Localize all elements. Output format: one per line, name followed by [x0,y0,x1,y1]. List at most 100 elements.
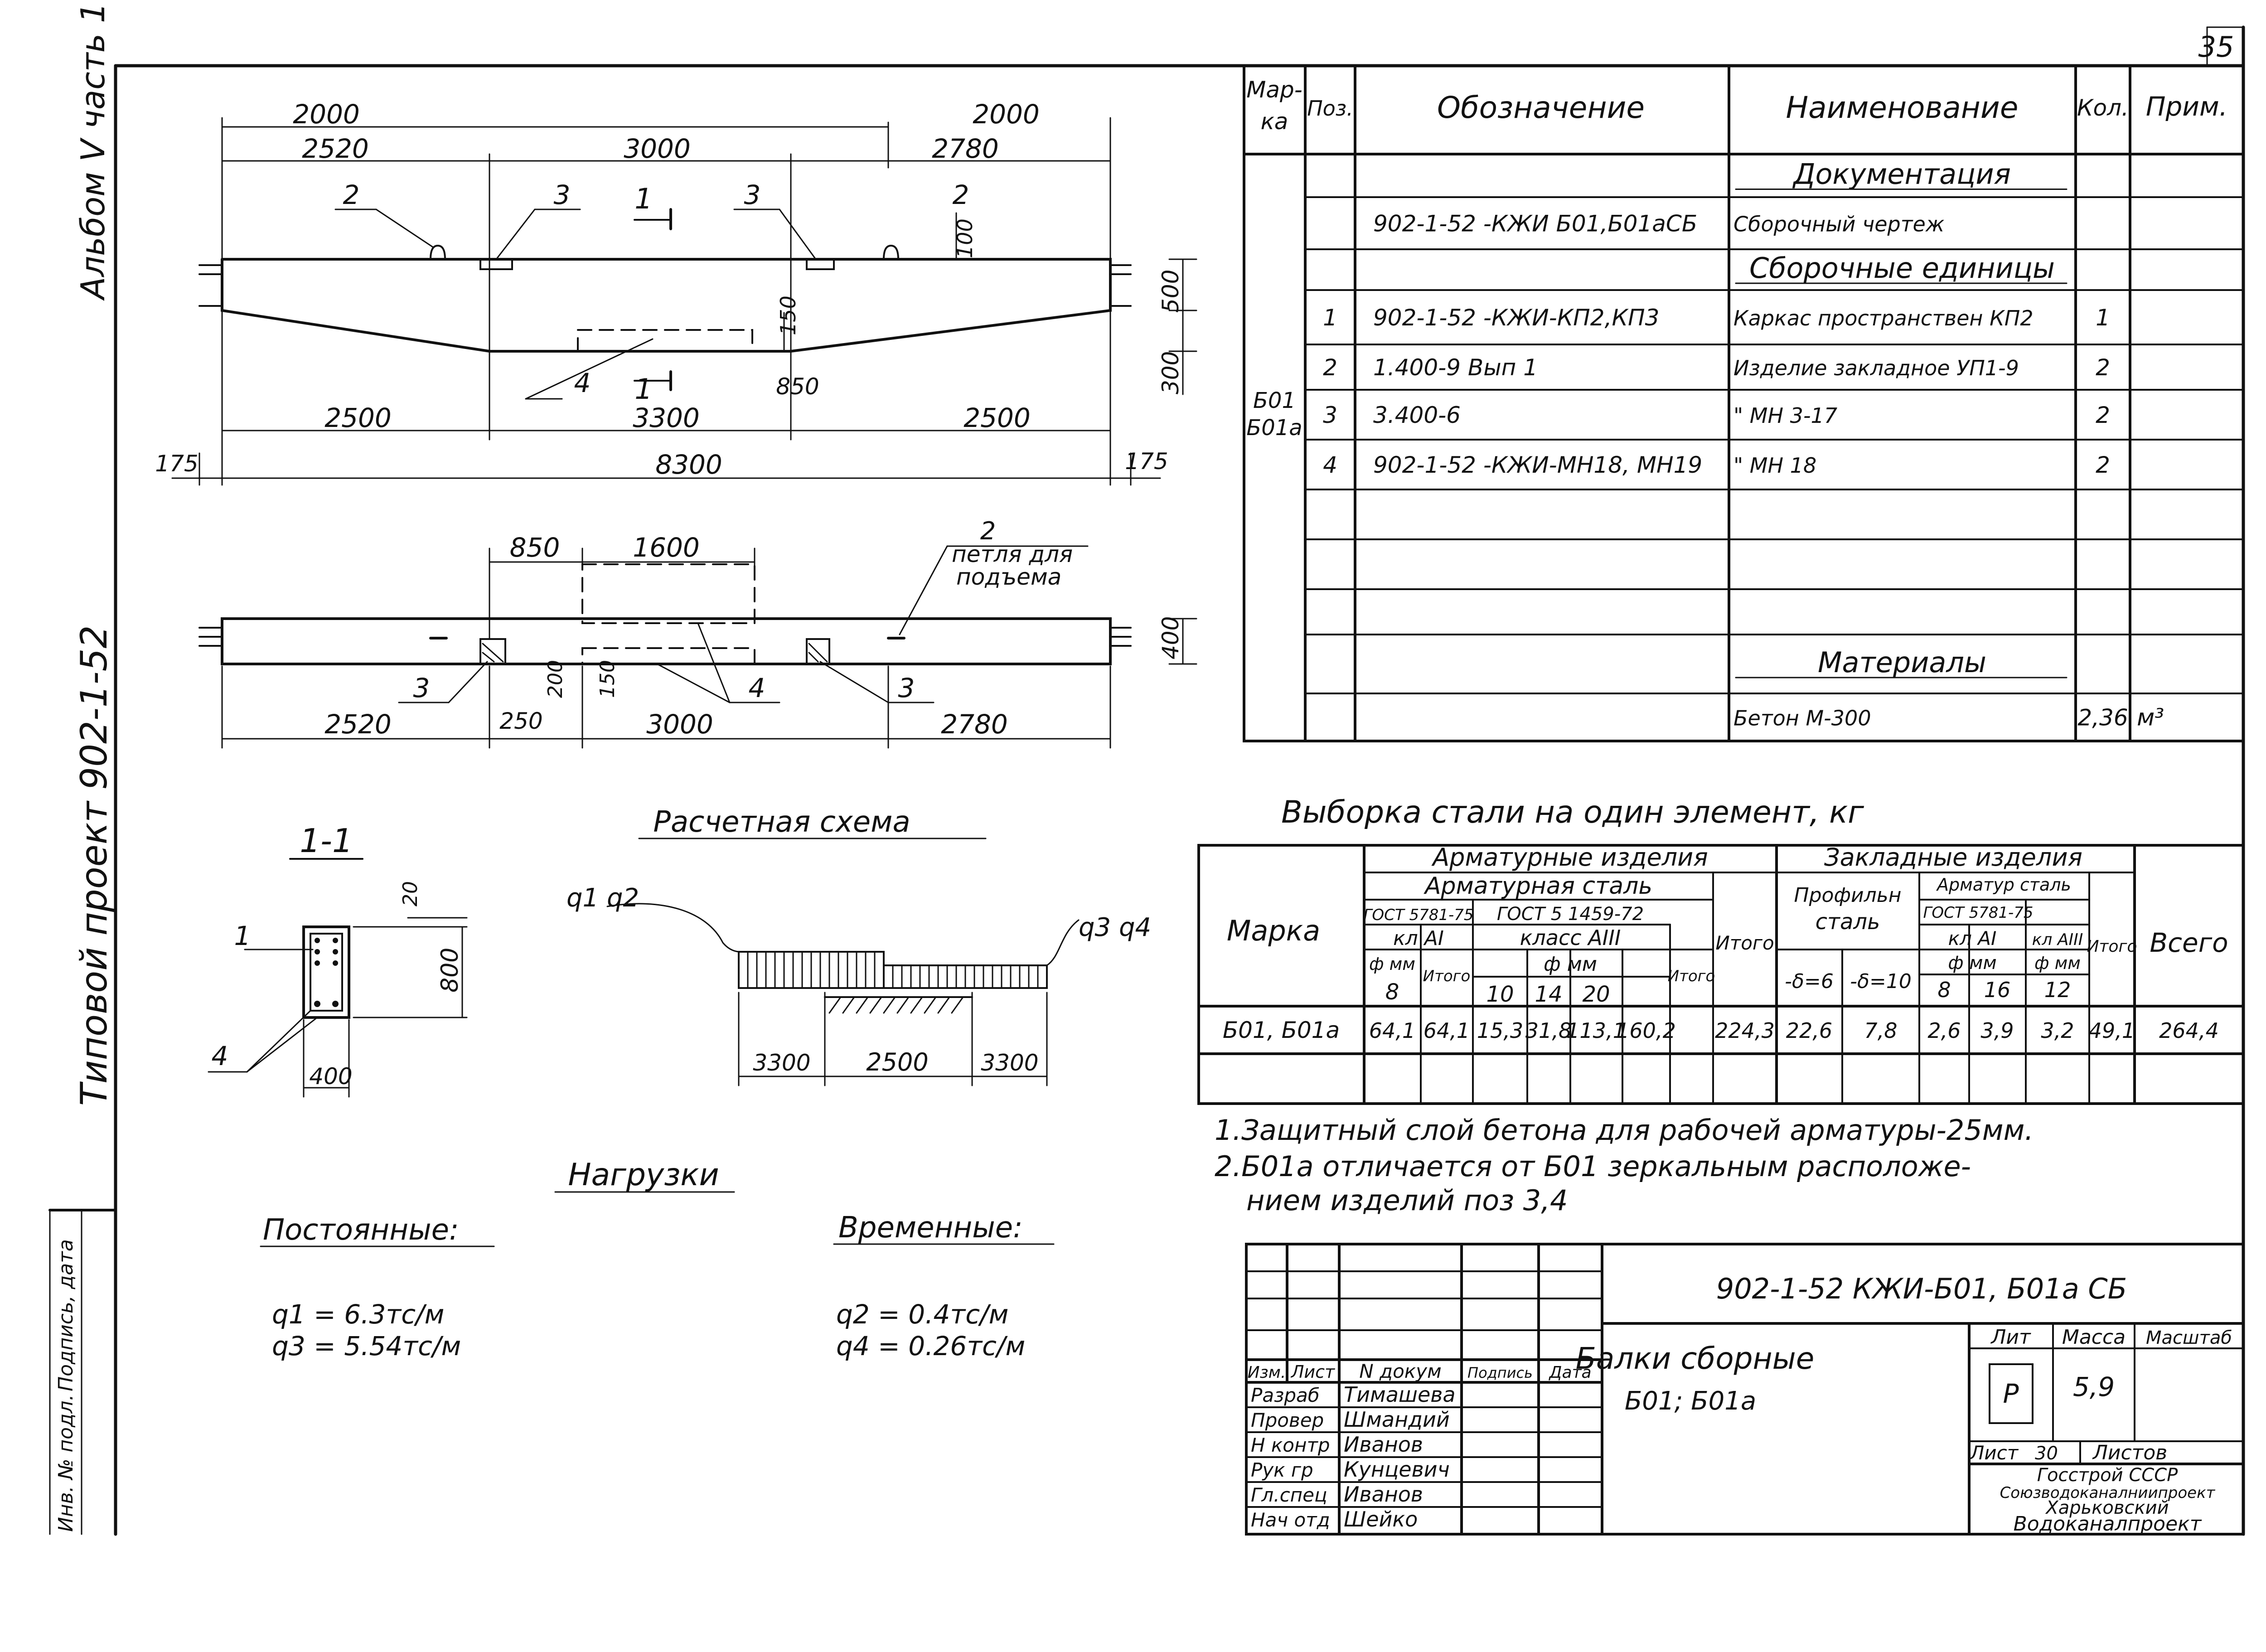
sign-label: Подпись, дата [54,1239,77,1391]
spec-oboz: 3.400-6 [1373,402,1461,428]
stamp-role: Провер [1251,1409,1324,1431]
spec-h-oboz: Обозначение [1437,90,1645,125]
dim-mid-left: 2520 [302,133,369,164]
loads: Нагрузки Постоянные: Временные: q1 = 6.3… [260,1157,1055,1361]
elev-mark-2-right: 2 [953,179,969,210]
steel-h-itogo-2: Итого [1668,967,1715,985]
stamp-col-list: Лист [1290,1362,1336,1382]
loop-note-2: подъема [956,564,1061,590]
steel-h-p6: -δ=6 [1785,970,1834,993]
steel-h-arm-stal: Арматурная сталь [1424,872,1652,900]
steel-cell: 3,9 [1980,1018,2014,1043]
notes: 1.Защитный слой бетона для рабочей армат… [1215,1114,2034,1217]
stamp-list: 30 [2035,1443,2058,1464]
section-mark-1: 1 [234,920,251,951]
loop-note-1: петля для [952,541,1073,567]
steel-h-zd8: 8 [1937,978,1951,1002]
dim-mid-right: 2780 [932,133,999,164]
dim-overall: 8300 [655,449,722,480]
spec-prim: м³ [2137,704,2164,732]
stamp-org-1: Госстрой СССР [2037,1465,2178,1486]
stamp-person: Кунцевич [1344,1457,1450,1482]
section-1-1: 1-1 1 4 400 800 20 [208,822,468,1098]
stamp-org-4: Водоканалпроект [2014,1512,2202,1536]
stamp-col-izm: Изм. [1248,1363,1286,1382]
load-q1: q1 = 6.3тс/м [272,1299,444,1330]
spec-naim: " МН 3-17 [1733,403,1837,428]
steel-h-itogo-4: Итого [2087,937,2137,956]
note-1: 1.Защитный слой бетона для рабочей армат… [1215,1114,2034,1147]
stamp-listov-label: Листов [2092,1441,2167,1464]
steel-h-zakl-izd: Закладные изделия [1824,843,2082,872]
scheme-span-3: 3300 [981,1050,1038,1076]
dim-h-150: 150 [776,296,800,335]
permanent-title: Постоянные: [263,1213,459,1247]
plan-dim-1600: 1600 [633,532,700,563]
stamp-role: Рук гр [1251,1459,1313,1481]
steel-cell: 113,1 [1566,1018,1626,1043]
stamp-role: Н контр [1251,1434,1330,1456]
plan-dim-200: 200 [544,660,567,698]
stamp-col-data: Дата [1548,1363,1591,1382]
stamp-person: Тимашева [1344,1382,1456,1407]
steel-h-phi-2: ф мм [1544,953,1597,976]
steel-title: Выборка стали на один элемент, кг [1281,795,1864,830]
dim-bottom-center: 3300 [633,402,700,433]
scheme-q-right: q3 q4 [1079,913,1151,942]
stamp-person: Шмандий [1344,1407,1450,1432]
spec-oboz: 902-1-52 -КЖИ-КП2,КП3 [1373,305,1659,331]
spec-kol: 2 [2096,452,2110,478]
temporary-title: Временные: [838,1211,1023,1245]
stamp-org-3: Харьковский [2045,1497,2169,1518]
spec-section-heading: Сборочные единицы [1749,252,2055,285]
spec-section-heading: Материалы [1818,646,1986,679]
dim-top-left: 2000 [293,99,360,130]
dim-h-100: 100 [953,218,977,258]
steel-h-kl-a1: кл АI [1393,927,1444,950]
page-number: 35 [2198,30,2234,63]
dim-h-500: 500 [1157,270,1184,313]
stamp-col-podp: Подпись [1467,1364,1533,1381]
note-3: нием изделий поз 3,4 [1246,1184,1568,1217]
load-hatch [747,951,1039,989]
section-width: 400 [309,1063,352,1090]
spec-naim: Бетон М-300 [1733,706,1871,731]
plan-dim-250: 250 [499,708,542,734]
elev-mark-3-right: 3 [744,179,761,210]
spec-kol: 1 [2096,305,2110,331]
spec-h-marka-1: Мар- [1246,77,1302,103]
section-cover: 20 [399,881,422,906]
load-q3: q3 = 5.54тс/м [272,1331,461,1361]
stamp-massa-label: Масса [2062,1326,2126,1349]
steel-cell: 64,1 [1424,1018,1470,1043]
specification-table: Мар- ка Поз. Обозначение Наименование Ко… [1243,64,2245,742]
steel-h-gost1: ГОСТ 5781-75 [1363,906,1473,924]
stamp-person: Шейко [1344,1507,1418,1531]
spec-h-naim: Наименование [1786,90,2019,125]
steel-h-zarm-1: Арматур сталь [1936,875,2071,895]
dim-mid-center: 3000 [624,133,691,164]
load-q2: q2 = 0.4тс/м [836,1299,1008,1330]
spec-h-marka-2: ка [1261,108,1288,135]
load-q4: q4 = 0.26тс/м [836,1331,1025,1361]
inv-label: Инв. № подл. [54,1394,77,1532]
project-label: Типовой проект 902-1-52 [73,625,115,1106]
stamp-massa: 5,9 [2073,1371,2115,1402]
steel-cell: 2,6 [1927,1018,1961,1043]
steel-h-p10: -δ=10 [1850,970,1912,993]
spec-kol: 2 [2096,354,2110,381]
steel-h-d20: 20 [1582,982,1610,1007]
spec-h-kol: Кол. [2077,95,2129,121]
section-cut-bottom: 1 [634,373,652,406]
steel-cell: 224,3 [1715,1018,1775,1043]
steel-h-zphi-1: ф мм [1948,953,1996,974]
steel-h-zarm-gost: ГОСТ 5781-75 [1923,904,2033,922]
scheme-span-2: 2500 [866,1048,928,1076]
steel-table: Выборка стали на один элемент, кг Марка … [1197,795,2245,1105]
dim-top-right: 2000 [973,99,1040,130]
steel-h-zphi-2: ф мм [2034,953,2081,973]
steel-cell: 31,8 [1525,1018,1572,1043]
steel-cell: 160,2 [1616,1018,1676,1043]
